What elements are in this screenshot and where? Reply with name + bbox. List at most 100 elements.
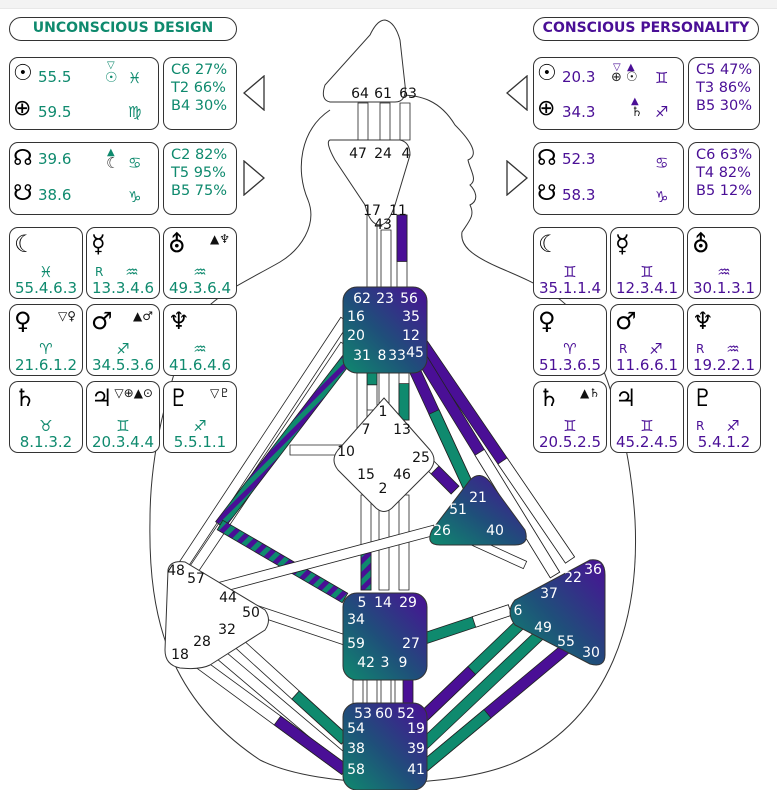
design-planet-moon[interactable]: ☾♓55.4.6.3 [9, 227, 83, 299]
gate-30: 30 [582, 645, 600, 661]
mercury-sign: ♊ [640, 263, 654, 281]
mercury-icon: ☿ [615, 230, 630, 258]
design-north-node-value: 39.6 [38, 150, 72, 168]
personality-planet-moon[interactable]: ☾♊35.1.1.4 [533, 227, 607, 299]
channel-sacral-root-1 [366, 679, 378, 706]
design-bottom-arrow-icon[interactable] [243, 160, 265, 196]
gate-31: 31 [353, 348, 371, 364]
design-planet-neptune[interactable]: ♆♒41.6.4.6 [163, 304, 237, 376]
design-planet-saturn[interactable]: ♄♉8.1.3.2 [9, 381, 83, 453]
south-node-icon: ☋ [13, 181, 33, 206]
channel-head-ajna-2 [399, 102, 411, 141]
personality-planet-mercury[interactable]: ☿♊12.3.4.1 [610, 227, 684, 299]
personality-nodes-variables[interactable]: C6 63% T4 82% B5 12% [688, 142, 760, 215]
mars-icon: ♂ [615, 307, 637, 335]
gate-18: 18 [171, 647, 189, 663]
venus-icon: ♀ [538, 307, 556, 335]
variable-base: B4 30% [171, 98, 228, 114]
earth-icon: ⊕ [537, 96, 556, 121]
mars-sign: ♐ [116, 340, 130, 358]
neptune-activation: 41.6.4.6 [168, 356, 232, 374]
design-nodes-box[interactable]: ☊ 39.6 ☋ 38.6 ▲☾ ♋ ♑ [9, 142, 159, 215]
gate-28: 28 [193, 634, 211, 650]
gate-38: 38 [347, 741, 365, 757]
personality-planet-mars[interactable]: ♂R♐11.6.6.1 [610, 304, 684, 376]
gate-47: 47 [349, 146, 367, 162]
personality-planet-neptune[interactable]: ♆R♒19.2.2.1 [687, 304, 761, 376]
gate-53: 53 [354, 706, 372, 722]
personality-planet-uranus[interactable]: ⛢♒30.1.3.1 [687, 227, 761, 299]
personality-earth-value: 34.3 [562, 103, 596, 121]
saturn-fixing: ▲♄ [580, 386, 600, 400]
personality-north-node-value: 52.3 [562, 150, 596, 168]
variable-color: C6 27% [171, 62, 228, 78]
personality-top-arrow-icon[interactable] [506, 75, 528, 111]
pluto-sign: ♐ [726, 417, 740, 435]
venus-activation: 51.3.6.5 [538, 356, 602, 374]
channel-9-52 [402, 679, 414, 706]
design-sun-earth-variables[interactable]: C6 27% T2 66% B4 30% [163, 57, 237, 130]
pluto-icon: ♇ [168, 384, 190, 412]
personality-bottom-arrow-icon[interactable] [506, 160, 528, 196]
personality-sun-earth-box[interactable]: ☉ 20.3 ⊕ 34.3 ▽ ⊕ ▲ ☉ ♊ ▲ ♄ ♐ [533, 57, 684, 130]
gate-61: 61 [374, 86, 392, 102]
personality-sun-earth-variables[interactable]: C5 47% T3 86% B5 30% [688, 57, 760, 130]
gate-9: 9 [399, 655, 408, 671]
personality-header: CONSCIOUS PERSONALITY [533, 17, 759, 41]
jupiter-fixing: ▽⊕▲⊙ [114, 386, 153, 400]
personality-planet-pluto[interactable]: ♇R♐5.4.1.2 [687, 381, 761, 453]
personality-planet-jupiter[interactable]: ♃♊45.2.4.5 [610, 381, 684, 453]
jupiter-activation: 45.2.4.5 [615, 433, 679, 451]
design-top-arrow-icon[interactable] [243, 75, 265, 111]
pluto-icon: ♇ [692, 384, 714, 412]
design-sun-value: 55.5 [38, 68, 72, 86]
mars-retrograde: R [619, 342, 628, 356]
sacral-center [342, 592, 428, 681]
uranus-icon: ⛢ [168, 230, 186, 258]
uranus-sign: ♒ [717, 263, 731, 281]
gate-64: 64 [351, 86, 369, 102]
gate-41: 41 [407, 762, 425, 778]
saturn-activation: 20.5.2.5 [538, 433, 602, 451]
gate-23: 23 [376, 291, 394, 307]
design-sun-earth-box[interactable]: ☉ 55.5 ⊕ 59.5 ▽☉ ♓ ♍ [9, 57, 159, 130]
channel-28-38 [210, 645, 350, 765]
design-nodes-variables[interactable]: C2 82% T5 95% B5 75% [163, 142, 237, 215]
design-planet-mars[interactable]: ♂▲♂♐34.5.3.6 [86, 304, 160, 376]
mars-icon: ♂ [91, 307, 113, 335]
gate-40: 40 [486, 523, 504, 539]
personality-sun-fixing: ▽ ⊕ ▲ ☉ [611, 62, 638, 85]
ajna-center [327, 139, 411, 226]
design-south-node-value: 38.6 [38, 186, 72, 204]
design-planet-mercury[interactable]: ☿R♒13.3.4.6 [86, 227, 160, 299]
personality-south-node-sign: ♑ [655, 188, 669, 206]
design-sun-sign: ♓ [128, 69, 142, 87]
channel-25-51-personality [430, 465, 460, 495]
personality-nodes-box[interactable]: ☊ 52.3 ☋ 58.3 ♋ ♑ [533, 142, 684, 215]
gate-48: 48 [167, 563, 185, 579]
sun-icon: ☉ [13, 61, 33, 86]
design-planet-pluto[interactable]: ♇▽♇♐5.5.1.1 [163, 381, 237, 453]
gate-54: 54 [347, 721, 365, 737]
heart-center [429, 475, 527, 546]
gate-35: 35 [402, 309, 420, 325]
design-planet-jupiter[interactable]: ♃▽⊕▲⊙♊20.3.4.4 [86, 381, 160, 453]
variable-tone: T5 95% [171, 165, 226, 181]
spleen-center [164, 561, 269, 670]
gate-33: 33 [388, 348, 406, 364]
personality-planet-venus[interactable]: ♀♈51.3.6.5 [533, 304, 607, 376]
variable-color: C6 63% [696, 147, 753, 163]
gate-6: 6 [514, 603, 523, 619]
solar-plexus-center [509, 559, 606, 666]
mars-sign: ♐ [649, 340, 663, 358]
design-planet-uranus[interactable]: ⛢▲♆♒49.3.6.4 [163, 227, 237, 299]
neptune-activation: 19.2.2.1 [692, 356, 756, 374]
gate-3: 3 [381, 655, 390, 671]
design-planet-venus[interactable]: ♀▽♀♈21.6.1.2 [9, 304, 83, 376]
pluto-activation: 5.4.1.2 [697, 433, 751, 451]
design-header: UNCONSCIOUS DESIGN [9, 17, 237, 41]
variable-base: B5 12% [696, 183, 753, 199]
variable-base: B5 75% [171, 183, 228, 199]
gate-63: 63 [399, 86, 417, 102]
personality-planet-saturn[interactable]: ♄▲♄♊20.5.2.5 [533, 381, 607, 453]
